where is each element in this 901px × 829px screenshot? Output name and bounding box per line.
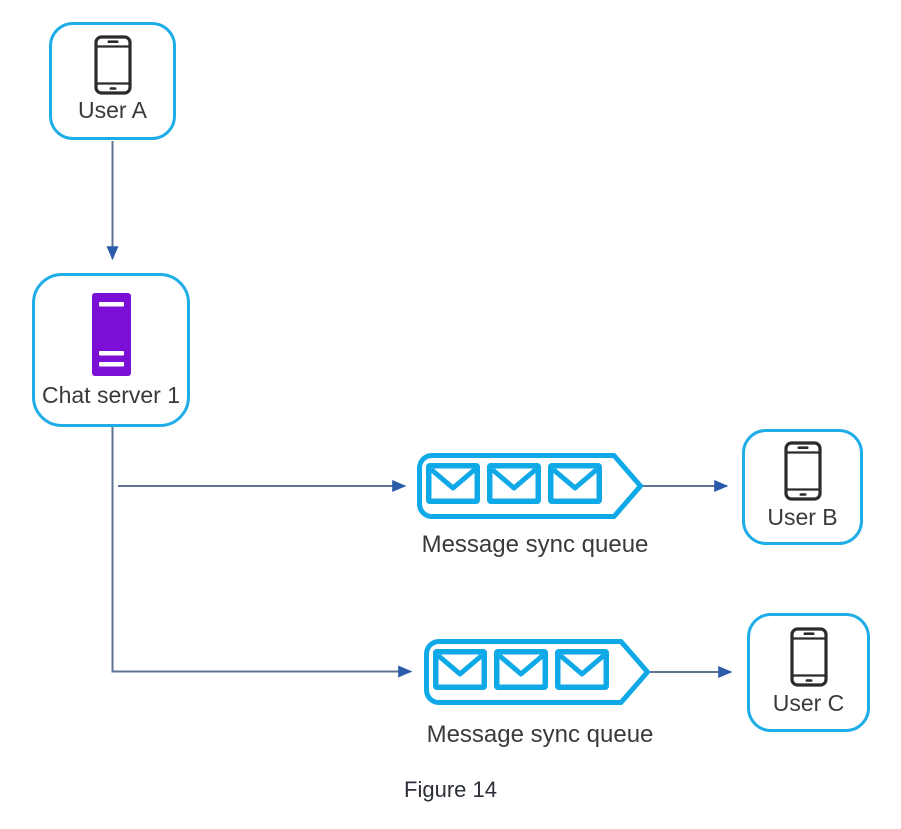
smartphone-icon xyxy=(93,35,132,95)
envelope-icon xyxy=(494,649,548,690)
queue-2-label: Message sync queue xyxy=(426,721,654,748)
message-queue-icon xyxy=(424,639,650,705)
node-label-user-b: User B xyxy=(767,504,838,530)
message-queue-icon xyxy=(417,453,643,519)
smartphone-icon xyxy=(789,627,828,687)
envelope-icon xyxy=(548,463,602,504)
node-user-b: User B xyxy=(742,429,863,545)
node-chat-server-1: Chat server 1 xyxy=(32,273,190,427)
edge-chat-server-to-queue-2 xyxy=(111,427,413,678)
envelope-icon xyxy=(433,649,487,690)
figure-caption: Figure 14 xyxy=(404,777,497,802)
envelope-icon xyxy=(555,649,609,690)
node-label-user-a: User A xyxy=(77,97,148,123)
server-icon xyxy=(91,293,131,376)
node-user-c: User C xyxy=(747,613,870,732)
smartphone-icon xyxy=(783,441,822,501)
node-label-user-c: User C xyxy=(772,690,845,716)
node-user-a: User A xyxy=(49,22,176,140)
envelope-icon xyxy=(487,463,541,504)
node-label-chat-server-1: Chat server 1 xyxy=(41,382,181,408)
queue-1-label: Message sync queue xyxy=(421,531,649,558)
envelope-icon xyxy=(426,463,480,504)
